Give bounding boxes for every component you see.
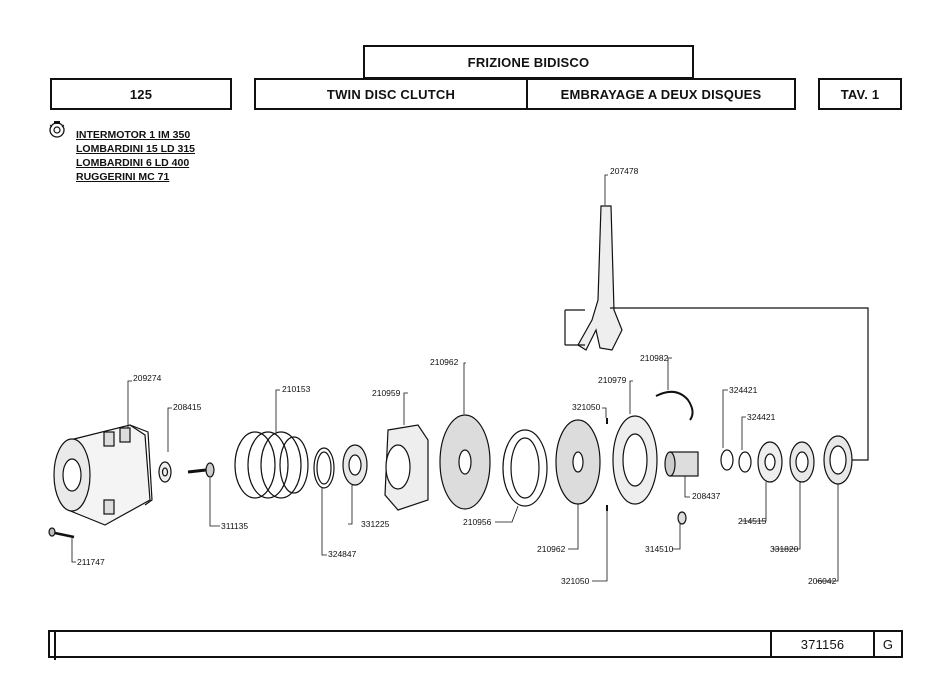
footer-revision: G <box>873 630 903 658</box>
nut <box>677 511 687 525</box>
small-ring <box>158 461 172 483</box>
hub <box>664 451 699 477</box>
release-fork <box>564 205 869 461</box>
label-206042: 206042 <box>808 576 837 586</box>
engine-item: INTERMOTOR 1 IM 350 <box>76 129 191 141</box>
label-210962-bot: 210962 <box>537 544 566 554</box>
label-211747: 211747 <box>77 557 105 567</box>
footer-revision-text: G <box>882 636 894 652</box>
footer-code-text: 371156 <box>800 636 845 652</box>
ring-324421-b <box>738 451 752 473</box>
label-324421-a: 324421 <box>729 385 758 395</box>
label-311135: 311135 <box>221 521 248 531</box>
footer-code: 371156 <box>770 630 875 658</box>
label-321050-top: 321050 <box>572 402 601 412</box>
engine-item: LOMBARDINI 6 LD 400 <box>76 157 190 169</box>
title-french-text: EMBRAYAGE A DEUX DISQUES <box>560 86 762 102</box>
friction-disc-2 <box>555 419 601 505</box>
snap-ring <box>313 447 335 489</box>
title-english: TWIN DISC CLUTCH <box>254 78 528 110</box>
title-french: EMBRAYAGE A DEUX DISQUES <box>526 78 796 110</box>
title-italian-text: FRIZIONE BIDISCO <box>467 54 590 70</box>
label-324847: 324847 <box>328 549 357 559</box>
label-210959: 210959 <box>372 388 401 398</box>
engine-item: RUGGERINI MC 71 <box>76 171 170 183</box>
group-number-text: 125 <box>129 86 153 102</box>
table-number-text: TAV. 1 <box>840 86 880 102</box>
title-english-text: TWIN DISC CLUTCH <box>326 86 456 102</box>
label-321050-bot: 321050 <box>561 576 590 586</box>
pin <box>48 527 75 539</box>
clutch-housing <box>53 424 153 526</box>
springs <box>234 431 309 499</box>
label-210982: 210982 <box>640 353 669 363</box>
label-331820: 331820 <box>770 544 799 554</box>
washer <box>757 441 783 483</box>
label-210962-top: 210962 <box>430 357 459 367</box>
footer-strip <box>48 630 770 660</box>
ring-324421-a <box>720 449 734 471</box>
friction-disc-1 <box>439 414 491 510</box>
engine-list: INTERMOTOR 1 IM 350 LOMBARDINI 15 LD 315… <box>76 128 195 184</box>
cover-plate <box>612 415 658 505</box>
label-214515: 214515 <box>738 516 767 526</box>
label-314510: 314510 <box>645 544 674 554</box>
label-324421-b: 324421 <box>747 412 776 422</box>
engine-icon <box>49 121 65 138</box>
label-331225: 331225 <box>361 519 390 529</box>
label-210153: 210153 <box>282 384 311 394</box>
intermediate-plate <box>502 429 548 507</box>
label-208415: 208415 <box>173 402 202 412</box>
bearing-331225 <box>342 444 368 486</box>
label-210956: 210956 <box>463 517 492 527</box>
label-209274: 209274 <box>133 373 162 383</box>
title-italian: FRIZIONE BIDISCO <box>363 45 694 79</box>
table-number: TAV. 1 <box>818 78 902 110</box>
engine-item: LOMBARDINI 15 LD 315 <box>76 143 196 155</box>
label-210979: 210979 <box>598 375 627 385</box>
group-number: 125 <box>50 78 232 110</box>
bearing-331820 <box>789 441 815 483</box>
label-208437: 208437 <box>692 491 721 501</box>
collar <box>823 435 853 485</box>
label-207478: 207478 <box>610 166 639 176</box>
screw <box>187 462 215 478</box>
bracket <box>655 390 694 421</box>
pressure-plate <box>384 424 429 511</box>
